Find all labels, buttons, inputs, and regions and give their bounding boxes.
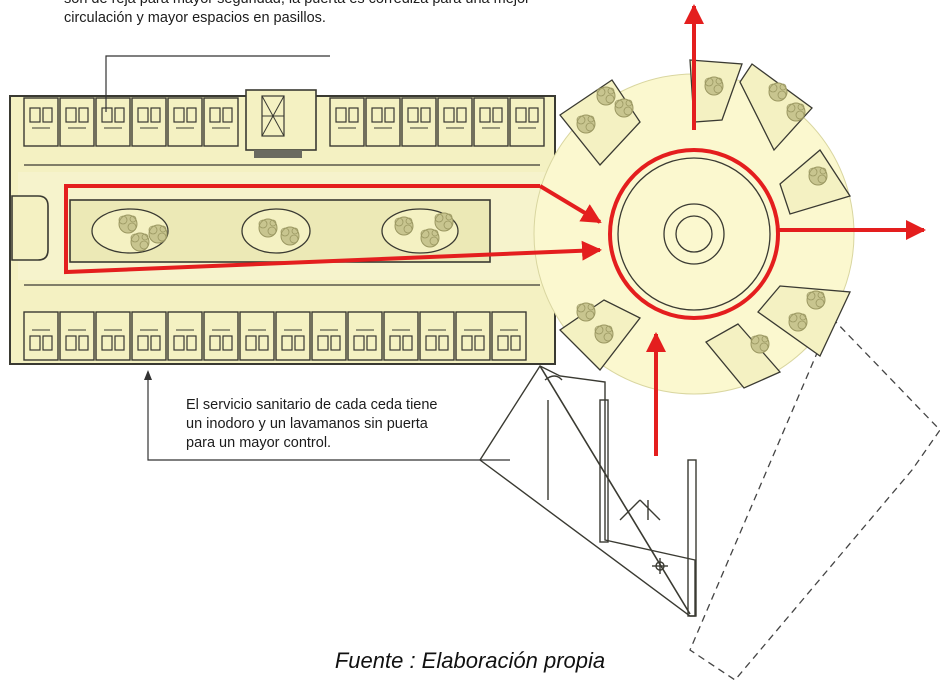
leader-line-bottom — [147, 372, 510, 461]
circulation-routes — [64, 4, 926, 456]
cell-block — [9, 89, 556, 365]
leader-arrow-bottom — [144, 370, 152, 380]
annotation-top-line-2: circulación y mayor espacios en pasillos… — [64, 10, 326, 26]
corridor-route-upper — [538, 184, 602, 224]
site-boundary-dashed — [689, 316, 940, 680]
annotation-top: son de reja para mayor seguridad, la pue… — [64, 0, 530, 28]
corridor-loop-route — [64, 184, 602, 275]
annotation-bottom-line-3: para un mayor control. — [186, 435, 332, 451]
annotation-bottom-line-1: El servicio sanitario de cada ceda tiene — [186, 397, 438, 413]
leader-line-top — [105, 55, 330, 112]
entrance-wing — [479, 365, 697, 617]
circular-rotunda — [533, 59, 855, 395]
source-caption: Fuente : Elaboración propia — [334, 648, 606, 673]
annotation-bottom-line-2: un inodoro y un lavamanos sin puerta — [186, 416, 428, 432]
annotation-top-line-1: son de reja para mayor seguridad, la pue… — [64, 0, 530, 9]
annotation-bottom: El servicio sanitario de cada ceda tiene… — [186, 396, 437, 453]
